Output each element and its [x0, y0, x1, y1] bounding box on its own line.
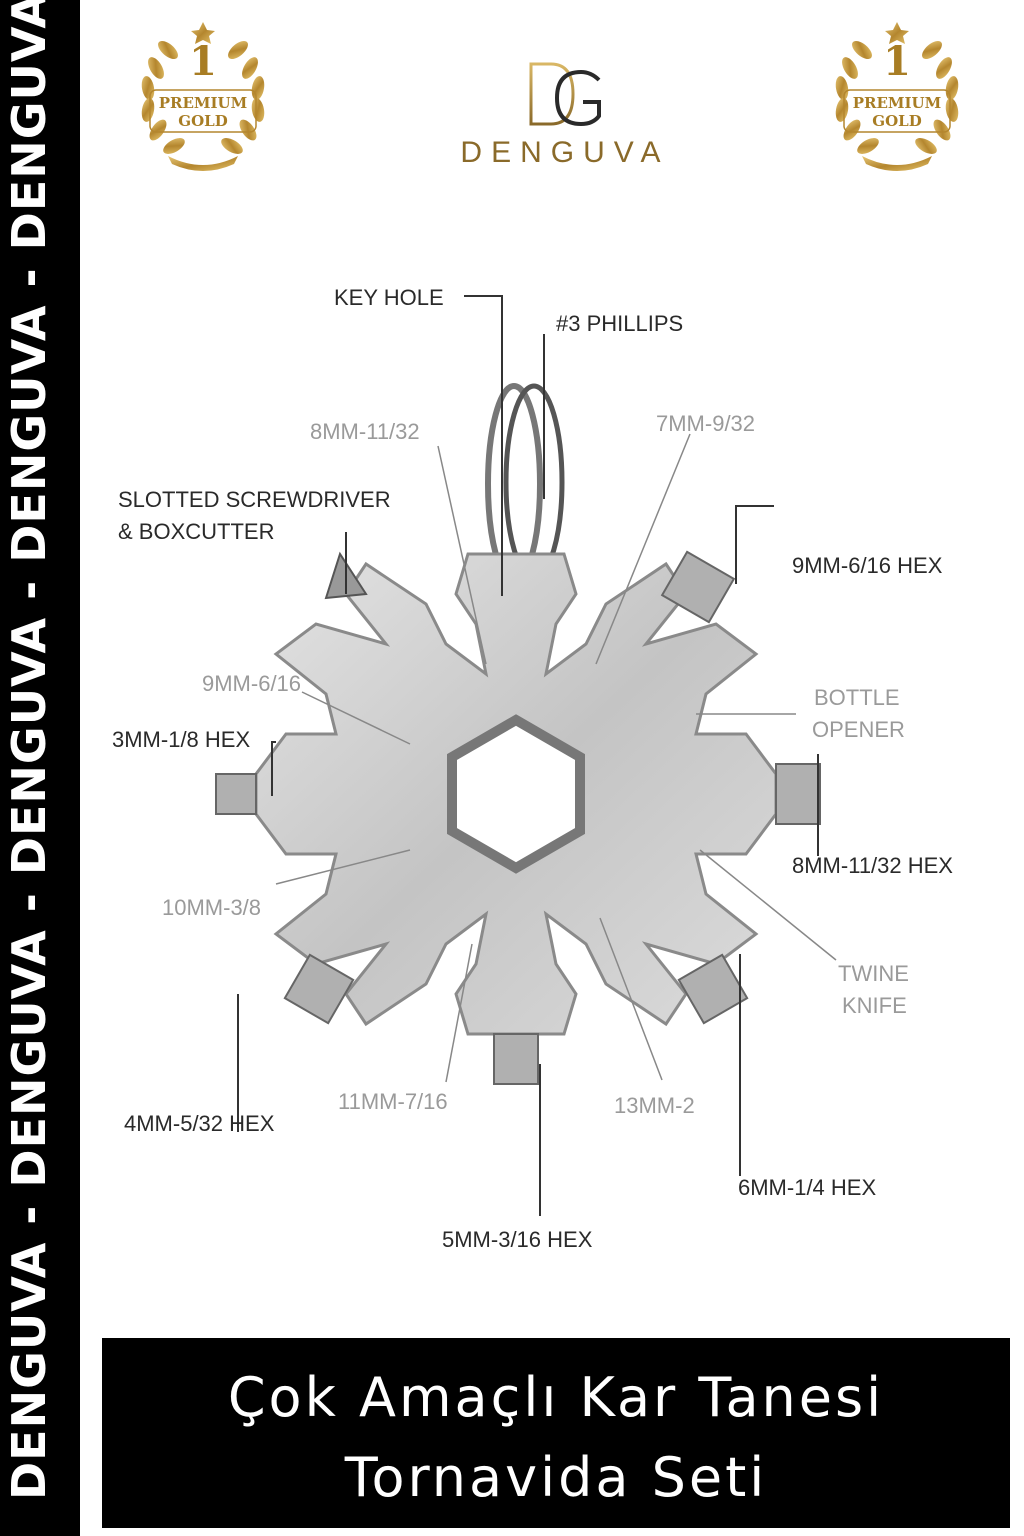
product-title-line-1: Çok Amaçlı Kar Tanesi: [227, 1366, 885, 1429]
label-8mm-hex: 8MM-11/32 HEX: [792, 853, 953, 878]
label-slotted-screwdriver: SLOTTED SCREWDRIVER: [118, 487, 391, 512]
badge-gold-text: GOLD: [178, 112, 228, 130]
label-knife: KNIFE: [842, 993, 907, 1018]
badge-gold-text: GOLD: [872, 112, 922, 130]
label-9mm-6-16: 9MM-6/16: [202, 671, 302, 696]
premium-gold-badge-left: 1 PREMIUM GOLD: [128, 8, 278, 178]
product-title-line-2: Tornavida Seti: [344, 1446, 768, 1509]
laurel-wreath-icon: [141, 22, 265, 171]
label-3mm-hex: 3MM-1/8 HEX: [112, 727, 251, 752]
label-bottle: BOTTLE: [814, 685, 900, 710]
label-opener: OPENER: [812, 717, 905, 742]
label-11mm-7-16: 11MM-7/16: [338, 1089, 448, 1114]
label-4mm-hex: 4MM-5/32 HEX: [124, 1111, 275, 1136]
label-8mm-11-32: 8MM-11/32: [310, 419, 420, 444]
label-9mm-hex: 9MM-6/16 HEX: [792, 553, 943, 578]
badge-premium-text: PREMIUM: [158, 94, 248, 112]
brand-logo: DENGUVA: [430, 58, 700, 178]
product-title-box: Çok Amaçlı Kar Tanesi Tornavida Seti: [102, 1338, 1010, 1528]
label-5mm-hex: 5MM-3/16 HEX: [442, 1227, 593, 1252]
dg-monogram-icon: [529, 62, 601, 127]
laurel-wreath-icon: [835, 22, 959, 171]
snowflake-multitool-illustration: [215, 295, 837, 1216]
snowflake-tool-body: [215, 550, 821, 1085]
label-boxcutter: & BOXCUTTER: [118, 519, 275, 544]
brand-name: DENGUVA: [460, 136, 670, 169]
label-phillips: #3 PHILLIPS: [556, 311, 684, 336]
tool-diagram: KEY HOLE #3 PHILLIPS 8MM-11/32 7MM-9/32 …: [96, 254, 1001, 1284]
side-brand-text: DENGUVA - DENGUVA - DENGUVA - DENGUVA - …: [2, 0, 56, 1500]
badge-number: 1: [189, 38, 217, 85]
label-13mm-2: 13MM-2: [614, 1093, 695, 1118]
label-7mm-9-32: 7MM-9/32: [656, 411, 756, 436]
label-twine: TWINE: [838, 961, 909, 986]
badge-premium-text: PREMIUM: [852, 94, 942, 112]
premium-gold-badge-right: 1 PREMIUM GOLD: [822, 8, 972, 178]
side-brand-banner: DENGUVA - DENGUVA - DENGUVA - DENGUVA - …: [0, 0, 80, 1536]
label-10mm-3-8: 10MM-3/8: [162, 895, 262, 920]
badge-number: 1: [883, 38, 911, 85]
label-key-hole: KEY HOLE: [334, 285, 444, 310]
label-6mm-hex: 6MM-1/4 HEX: [738, 1175, 877, 1200]
